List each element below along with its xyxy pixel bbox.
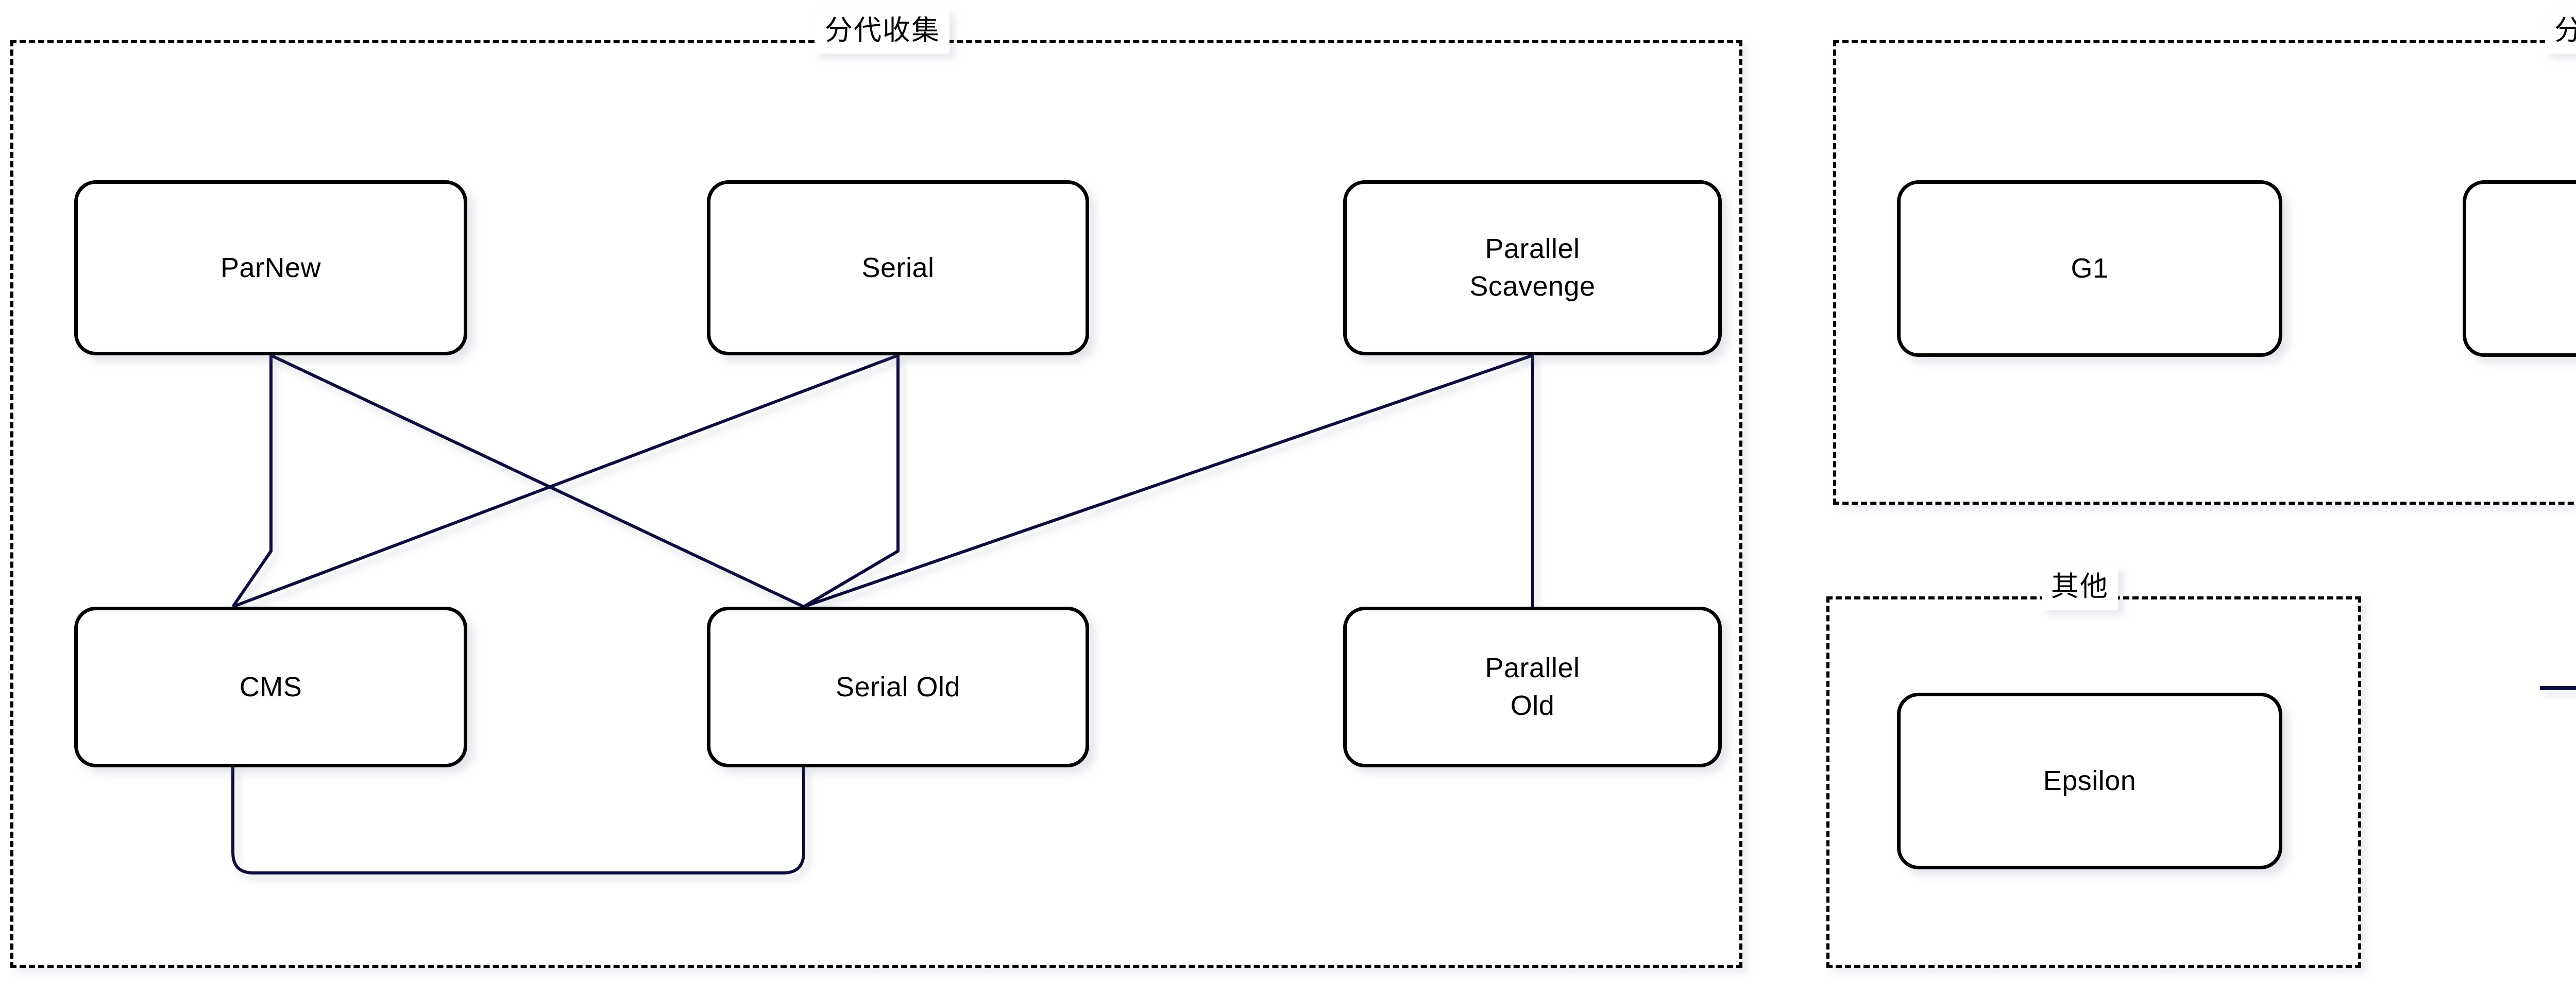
group-title-other-label: 其他: [2051, 571, 2109, 602]
node-zgc[interactable]: ZGC: [2463, 180, 2576, 357]
node-g1-label: G1: [2071, 253, 2109, 284]
node-serial-old[interactable]: Serial Old: [707, 607, 1089, 767]
legend-line-sample: [2540, 686, 2576, 690]
node-parnew[interactable]: ParNew: [74, 180, 467, 355]
group-title-regional-label: 分区收集: [2554, 15, 2576, 46]
group-generational: [10, 40, 1742, 968]
group-title-other: 其他: [2042, 565, 2118, 610]
node-serial-old-label: Serial Old: [835, 671, 961, 702]
group-title-generational: 分代收集: [816, 9, 950, 54]
node-g1[interactable]: G1: [1897, 180, 2282, 357]
node-epsilon-label: Epsilon: [2043, 765, 2137, 797]
node-cms-label: CMS: [239, 671, 302, 702]
node-serial-label: Serial: [861, 252, 935, 283]
group-title-regional: 分区收集: [2545, 9, 2576, 54]
node-serial[interactable]: Serial: [707, 180, 1089, 355]
node-parnew-label: ParNew: [220, 252, 321, 283]
node-cms[interactable]: CMS: [74, 607, 467, 767]
group-title-generational-label: 分代收集: [825, 15, 940, 46]
node-epsilon[interactable]: Epsilon: [1897, 693, 2282, 869]
